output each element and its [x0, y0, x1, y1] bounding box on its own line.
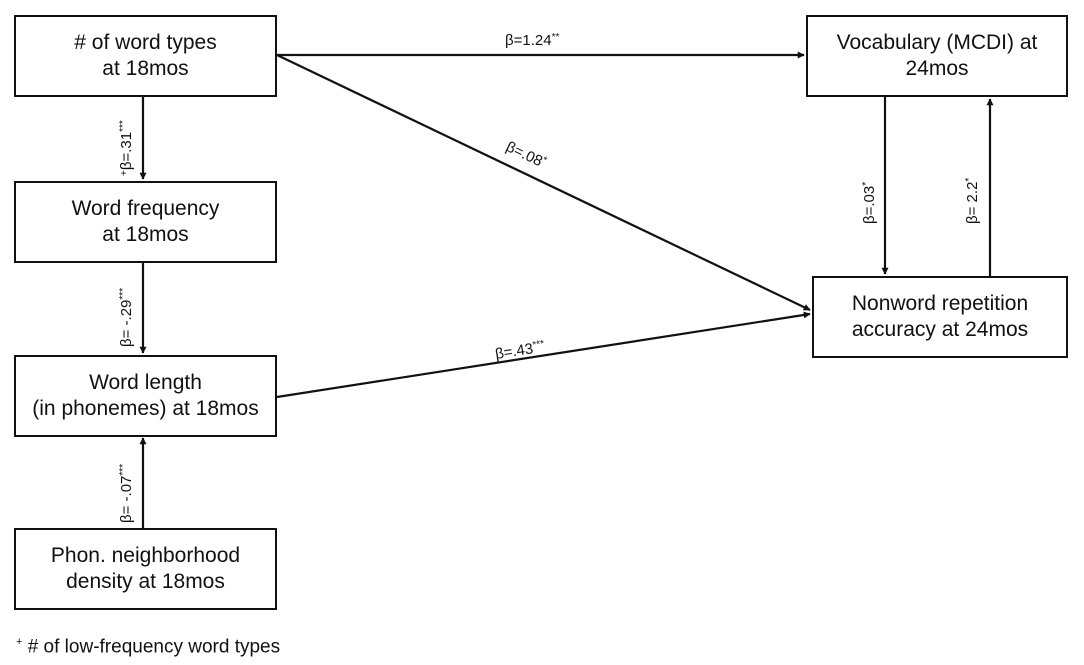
node-word-frequency: Word frequency at 18mos [14, 181, 277, 263]
footnote-marker: + [16, 636, 23, 648]
label-length-to-nonword: β=.43*** [494, 338, 546, 363]
node-word-length: Word length (in phonemes) at 18mos [14, 355, 277, 437]
node-phon-density: Phon. neighborhood density at 18mos [14, 528, 277, 610]
node-nonword-line1: Nonword repetition [851, 292, 1029, 315]
node-vocabulary: Vocabulary (MCDI) at 24mos [806, 15, 1068, 97]
label-frequency-to-length: β= -.29*** [118, 288, 135, 347]
node-word-length-line2: (in phonemes) at 18mos [32, 397, 259, 420]
node-word-frequency-line2: at 18mos [102, 223, 189, 246]
node-word-types: # of word types at 18mos [14, 15, 277, 97]
node-phon-density-line2: density at 18mos [66, 570, 225, 593]
footnote-text: # of low-frequency word types [22, 636, 281, 658]
node-vocabulary-line1: Vocabulary (MCDI) at [836, 31, 1038, 54]
node-vocabulary-line2: 24mos [905, 57, 969, 80]
label-vocab-to-nonword: β=.03* [861, 182, 878, 224]
node-word-types-line2: at 18mos [102, 57, 189, 80]
arrow-types-to-nonword [276, 54, 811, 311]
node-nonword: Nonword repetition accuracy at 24mos [812, 276, 1068, 358]
arrow-length-to-nonword [276, 311, 811, 399]
node-word-types-line1: # of word types [74, 31, 217, 54]
node-phon-density-line1: Phon. neighborhood [50, 544, 241, 567]
node-word-length-line1: Word length [89, 371, 202, 394]
label-types-to-vocab: β=1.24** [505, 32, 559, 49]
label-nonword-to-vocab: β= 2.2* [964, 178, 981, 224]
node-word-frequency-line1: Word frequency [71, 197, 220, 220]
label-types-to-frequency: +β=.31*** [118, 120, 135, 176]
node-nonword-line2: accuracy at 24mos [851, 318, 1029, 341]
label-density-to-length: β= -.07*** [118, 464, 135, 523]
footnote: + # of low-frequency word types [16, 630, 280, 659]
